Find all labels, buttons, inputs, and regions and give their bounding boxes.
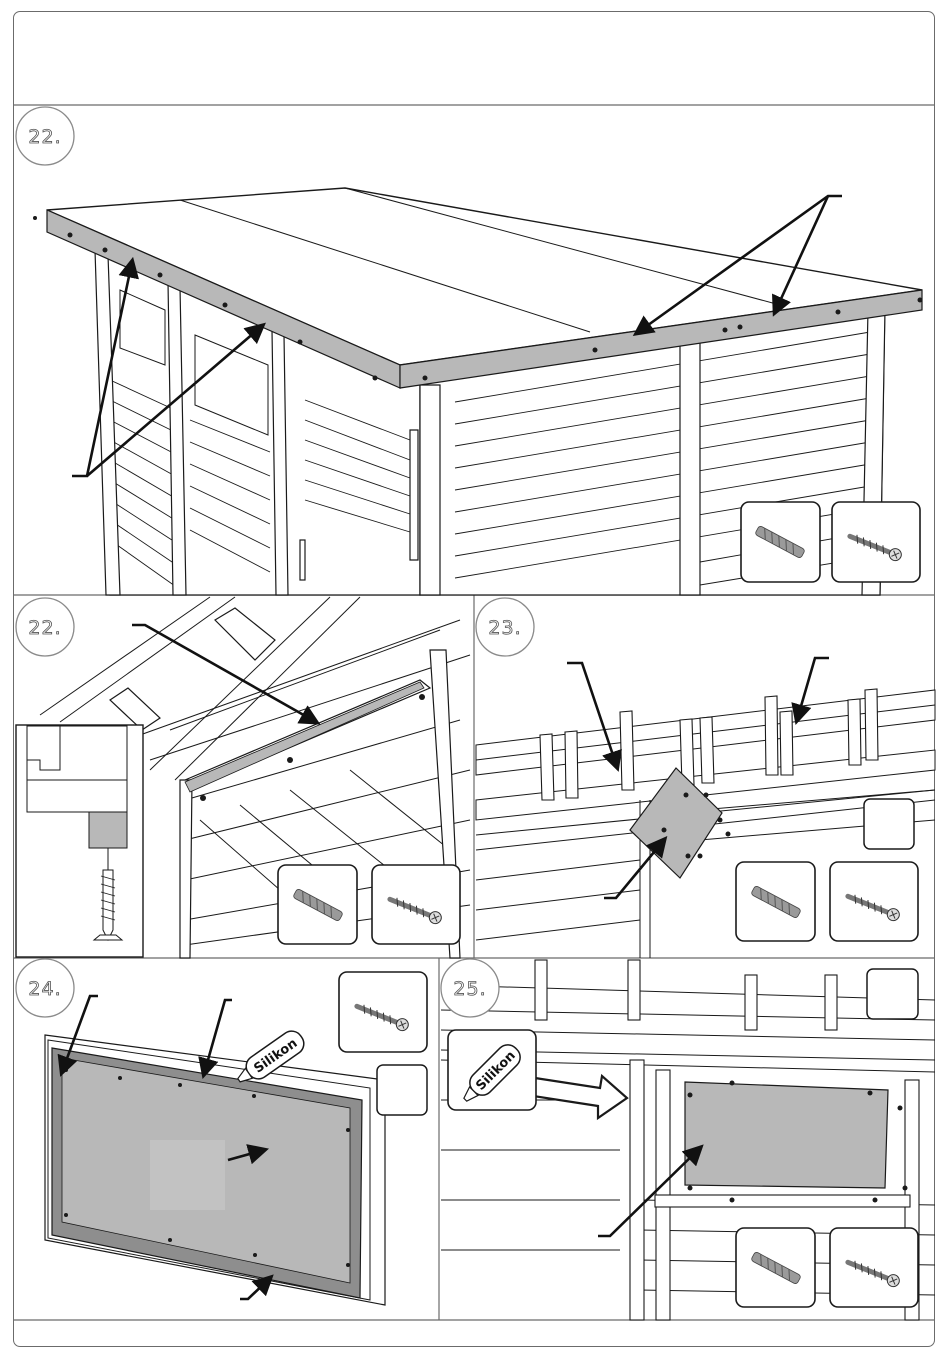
quantity-box-icon xyxy=(867,969,918,1019)
step-number: 22. xyxy=(28,126,61,148)
step-number: 25. xyxy=(453,978,486,1000)
step-23-panel: 23. xyxy=(476,598,935,958)
window-pane xyxy=(685,1082,888,1188)
step-25-panel: Silikon 25. xyxy=(441,959,935,1320)
step-22-interior-panel: 22. xyxy=(16,597,470,958)
hardware-icons xyxy=(736,862,918,941)
step-number: 22. xyxy=(28,617,61,639)
quantity-box-icon xyxy=(377,1065,427,1115)
step-22-roof-panel: 22. xyxy=(16,107,923,595)
cross-section-detail xyxy=(16,725,143,957)
hardware-icons xyxy=(736,1228,918,1307)
step-number: 23. xyxy=(488,617,521,639)
step-number: 24. xyxy=(28,978,61,1000)
quantity-box-icon xyxy=(864,799,914,849)
step-24-panel: Silikon 24. xyxy=(16,959,427,1305)
arrow-icon xyxy=(533,1076,627,1118)
hardware-icons xyxy=(339,972,427,1052)
hardware-icons xyxy=(278,865,460,944)
